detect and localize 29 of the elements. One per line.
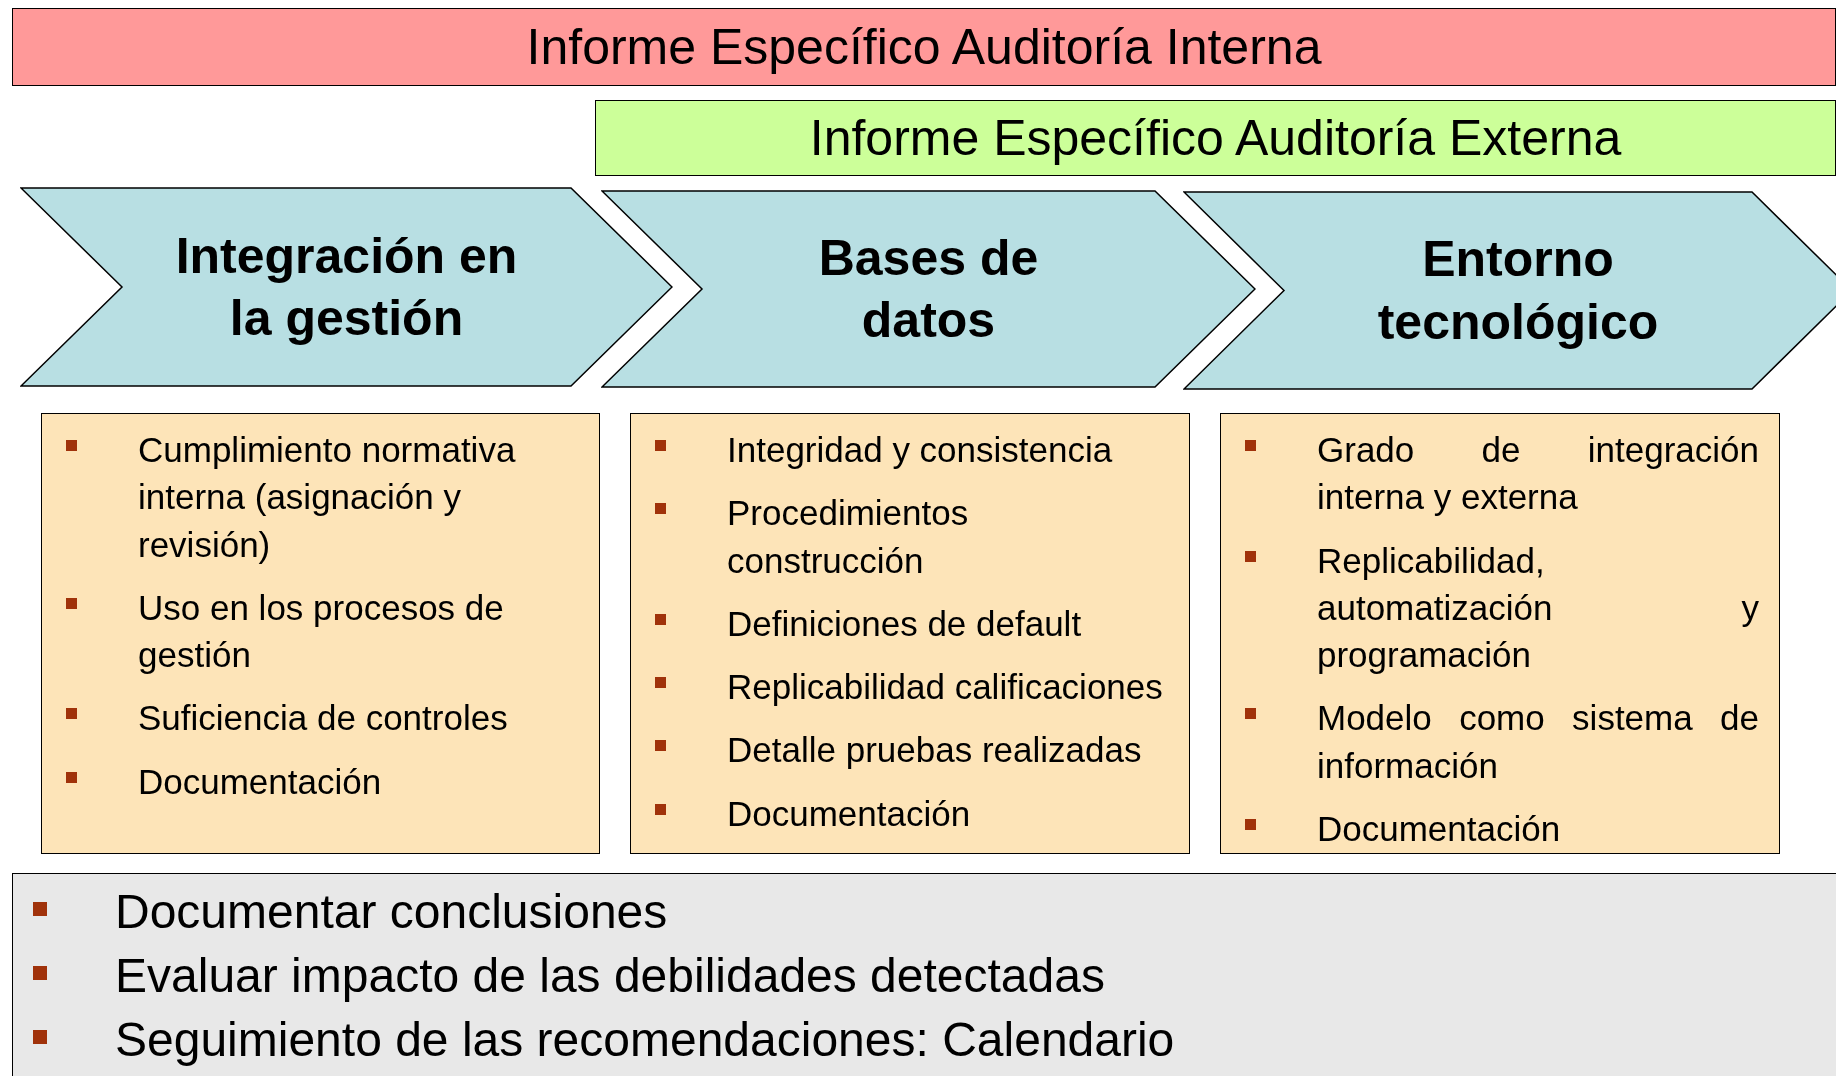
list-item-text: Documentación [727, 793, 971, 833]
list-item-text: Grado de integración interna y externa [1317, 429, 1759, 519]
title-banner: Informe Específico Auditoría Interna [12, 8, 1836, 86]
list-item-text: Documentación [1317, 807, 1562, 850]
list-item-text: Procedimientos construcción [727, 493, 969, 580]
list-item-text: Modelo como sistema de información [1317, 697, 1759, 787]
step-title: Bases de datos [817, 228, 1040, 350]
list-item-text: Suficiencia de controles [138, 698, 508, 738]
step-title: Integración en la gestión [174, 226, 519, 348]
list-item-text: Uso en los procesos de gestión [138, 587, 504, 674]
checklist-box [630, 413, 1190, 854]
list-item-text: Cumplimiento normativa interna (asignación y revisión) [138, 430, 516, 564]
chevron-step [20, 187, 673, 387]
list-item-text: Evaluar impacto de las debilidades detectadas [115, 948, 1105, 1002]
summary-box [12, 873, 1836, 1076]
title-banner: Informe Específico Auditoría Externa [595, 100, 1836, 176]
chevron-step [1183, 191, 1836, 390]
list-item-text: Detalle pruebas realizadas [727, 730, 1142, 770]
list-item-text: Integridad y consistencia [727, 430, 1113, 469]
checklist-box [41, 413, 600, 854]
step-title: Entorno tecnológico [1376, 230, 1660, 352]
list-item-text: Documentar conclusiones [115, 885, 668, 938]
list-item-text: Replicabilidad, automatización y programación [1317, 539, 1759, 676]
chevron-step [601, 190, 1256, 388]
list-item-text: Definiciones de default [727, 603, 1082, 643]
list-item-text: Documentación [138, 761, 382, 801]
list-item-text: Replicabilidad calificaciones [727, 667, 1163, 706]
checklist-box [1220, 413, 1780, 854]
list-item-text: Seguimiento de las recomendaciones: Calendario [115, 1012, 1175, 1066]
